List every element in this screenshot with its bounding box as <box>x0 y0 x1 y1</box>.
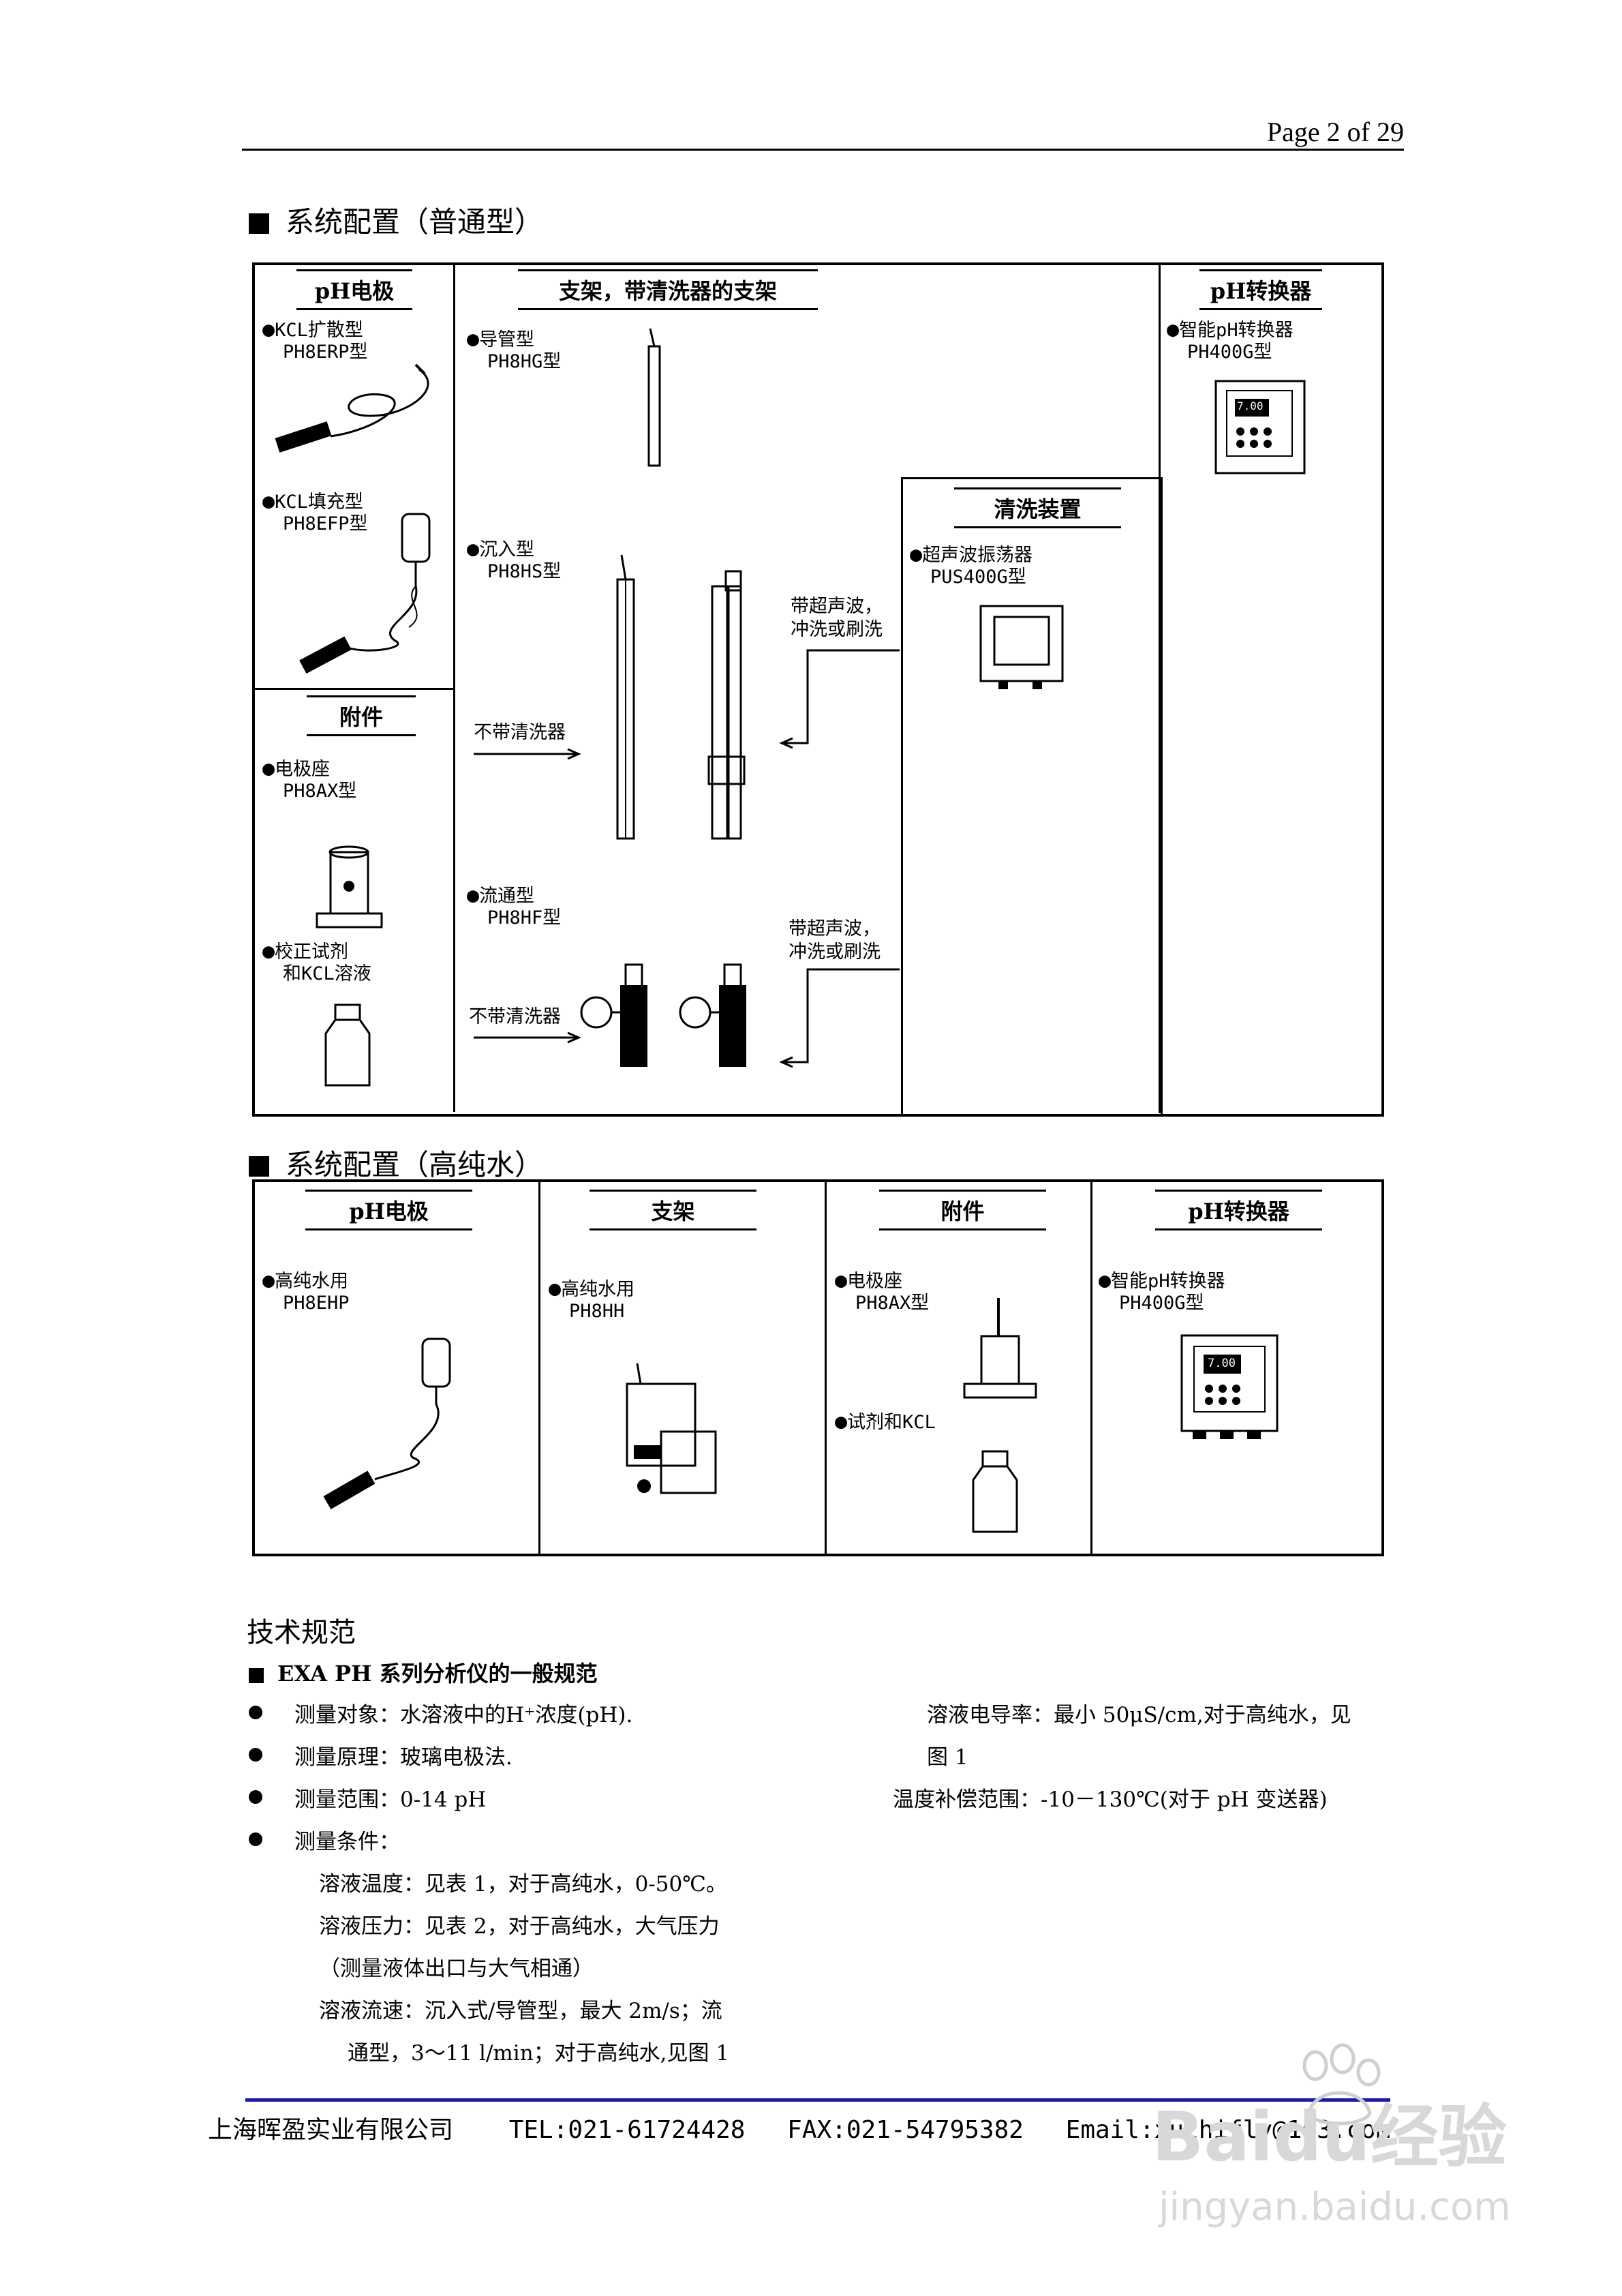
watermark-url: jingyan.baidu.com <box>1159 2185 1511 2229</box>
ph-converter-icon <box>1180 1334 1279 1439</box>
immersion-holder-icon <box>616 554 635 840</box>
flow-through-holder-icon <box>580 963 647 1067</box>
specs-subtitle: EXA PH 系列分析仪的一般规范 <box>249 1657 598 1688</box>
converter-item: ●智能pH转换器 PH400G型 <box>1167 318 1294 363</box>
converter-heading: pH转换器 <box>1199 269 1322 310</box>
ph-converter-icon <box>1214 380 1306 474</box>
hp-converter-heading: pH转换器 <box>1155 1190 1322 1230</box>
high-purity-electrode-icon <box>323 1338 451 1510</box>
hp-accessory-holder: ●电极座 PH8AX型 <box>835 1269 930 1314</box>
electrode-stand-icon <box>963 1298 1037 1399</box>
arrow-right-icon <box>474 1031 581 1044</box>
spec-flow-cont: 通型，3～11 l/min；对于高纯水,见图 1 <box>348 2041 730 2066</box>
spec-temp-compensation: 温度补偿范围：-10－130℃(对于 pH 变送器) <box>893 1787 1328 1812</box>
no-cleaner-label-flow: 不带清洗器 <box>469 1006 561 1027</box>
guide-tube-holder-icon <box>647 328 661 467</box>
bullet-dot <box>249 1790 262 1804</box>
footer-rule <box>245 2098 1390 2102</box>
ph-electrode-heading: pH电极 <box>296 269 412 310</box>
watermark-brand: Baidu经验 <box>1152 2097 1507 2177</box>
hp-holder-item: ●高纯水用 PH8HH <box>549 1277 635 1323</box>
section-title-high-purity: 系统配置（高纯水） <box>249 1142 543 1183</box>
bullet-dot <box>249 1832 262 1846</box>
footer-fax: FAX:021-54795382 <box>787 2116 1024 2144</box>
hp-accessory-reagent: ●试剂和KCL <box>835 1410 936 1434</box>
footer-tel: TEL:021-61724428 <box>508 2116 746 2144</box>
hp-accessories-heading: 附件 <box>879 1190 1046 1230</box>
immersion-holder-with-cleaner-icon <box>707 570 746 840</box>
high-purity-holder-icon <box>626 1363 717 1494</box>
square-bullet-icon <box>249 1668 264 1683</box>
footer-email: Email:xuzhifly@163.com <box>1065 2116 1391 2144</box>
converter-display-reading: 7.00 <box>1237 399 1264 412</box>
no-cleaner-label-immersion: 不带清洗器 <box>474 722 566 743</box>
baidu-paw-logo-icon <box>1302 2043 1381 2126</box>
electrode-stand-icon <box>316 845 383 928</box>
spec-object: 测量对象：水溶液中的H⁺浓度(pH). <box>294 1703 633 1727</box>
reagent-bottle-icon <box>324 1003 371 1087</box>
holder-item-guide-tube: ●导管型 PH8HG型 <box>467 327 562 373</box>
column-divider <box>825 1179 827 1556</box>
ph-electrode-item-erp: ●KCL扩散型 PH8ERP型 <box>262 318 368 363</box>
spec-temperature: 溶液温度：见表 1，对于高纯水，0-50℃。 <box>319 1872 727 1897</box>
accessories-panel <box>252 686 455 1112</box>
ph-electrode-panel <box>252 262 455 690</box>
accessories-heading: 附件 <box>307 695 416 736</box>
spec-principle: 测量原理：玻璃电极法. <box>294 1745 512 1770</box>
with-cleaner-label-immersion: 带超声波，冲洗或刷洗 <box>791 596 883 640</box>
reagent-bottle-icon <box>972 1450 1018 1533</box>
cleaning-heading: 清洗装置 <box>954 487 1121 528</box>
header-rule <box>242 149 1404 151</box>
hp-electrode-item: ●高纯水用 PH8EHP <box>262 1269 350 1314</box>
holder-heading: 支架，带清洗器的支架 <box>518 269 818 310</box>
spec-pressure: 溶液压力：见表 2，对于高纯水，大气压力 <box>319 1914 720 1939</box>
flow-through-holder-with-cleaner-icon <box>679 963 746 1067</box>
converter-display-reading: 7.00 <box>1208 1357 1236 1370</box>
hp-converter-item: ●智能pH转换器 PH400G型 <box>1099 1269 1225 1314</box>
page-number: Page 2 of 29 <box>1266 117 1404 147</box>
arrow-from-cleaner-icon <box>779 968 900 1068</box>
spec-conductivity-cont: 图 1 <box>927 1745 968 1770</box>
hp-ph-electrode-heading: pH电极 <box>305 1190 472 1230</box>
bullet-dot <box>249 1706 262 1719</box>
spec-conductivity: 溶液电导率：最小 50μS/cm,对于高纯水，见 <box>927 1703 1351 1727</box>
square-bullet-icon <box>249 1156 269 1177</box>
section-title-standard: 系统配置（普通型） <box>249 199 543 241</box>
cleaning-device-panel <box>901 477 1163 1115</box>
spec-pressure-note: （测量液体出口与大气相通） <box>319 1957 594 1981</box>
kcl-diffusion-electrode-icon <box>275 363 429 453</box>
arrow-right-icon <box>474 748 581 760</box>
holder-item-immersion: ●沉入型 PH8HS型 <box>467 537 562 583</box>
column-divider <box>1090 1179 1092 1556</box>
converter-divider <box>1159 262 1161 1113</box>
holder-item-flow-through: ●流通型 PH8HF型 <box>467 883 562 929</box>
footer-company: 上海晖盈实业有限公司 <box>208 2116 454 2144</box>
accessory-item-reagent: ●校正试剂 和KCL溶液 <box>262 939 371 985</box>
hp-holder-heading: 支架 <box>590 1190 756 1230</box>
spec-conditions: 测量条件： <box>294 1830 400 1854</box>
ultrasonic-oscillator-icon <box>979 605 1064 689</box>
with-cleaner-label-flow: 带超声波，冲洗或刷洗 <box>789 918 881 963</box>
arrow-from-cleaner-icon <box>779 649 900 749</box>
cleaning-item-ultrasonic: ●超声波振荡器 PUS400G型 <box>910 543 1033 588</box>
bullet-dot <box>249 1748 262 1762</box>
square-bullet-icon <box>249 213 269 234</box>
footer-contact: 上海晖盈实业有限公司 TEL:021-61724428 FAX:021-5479… <box>208 2110 1390 2145</box>
column-divider <box>538 1179 540 1556</box>
specs-title: 技术规范 <box>247 1617 356 1648</box>
kcl-refill-electrode-icon <box>299 513 431 674</box>
accessory-item-holder: ●电极座 PH8AX型 <box>262 757 357 802</box>
spec-flow: 溶液流速：沉入式/导管型，最大 2m/s；流 <box>319 1999 722 2023</box>
ph-electrode-item-efp: ●KCL填充型 PH8EFP型 <box>262 489 368 535</box>
high-purity-system-diagram <box>252 1179 1384 1556</box>
spec-range: 测量范围：0-14 pH <box>294 1787 487 1812</box>
